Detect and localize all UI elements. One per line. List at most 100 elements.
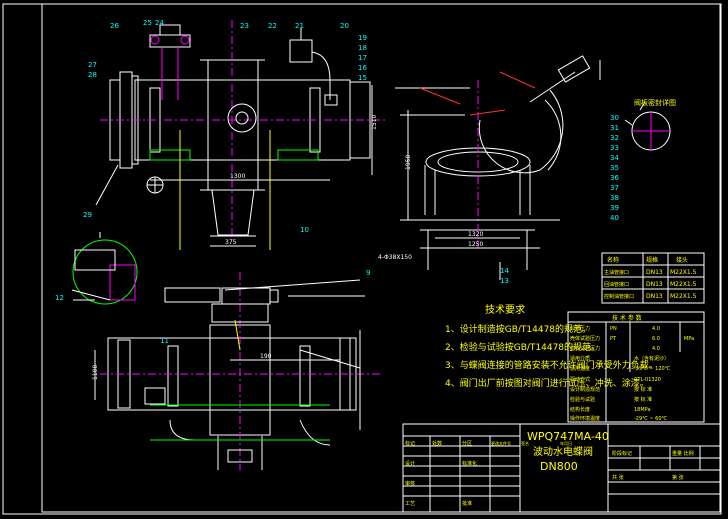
param-1-val: 6.0 — [652, 336, 660, 342]
part-number-27: 27 — [88, 61, 97, 69]
param-0-val: 4.0 — [652, 326, 660, 332]
param-9-name: 操作环境温度 — [570, 415, 600, 422]
dimension-d4: 375 — [225, 239, 237, 246]
conn-row1-spec: DN13 — [646, 269, 663, 276]
drawing-size: DN800 — [540, 460, 578, 473]
tech-note-2: 2、检验与试验按GB/T14478的规范。 — [445, 341, 600, 353]
part-number-26: 26 — [110, 22, 119, 30]
dimension-d1: 1510 — [371, 115, 378, 130]
part-number-34: 34 — [610, 154, 619, 162]
part-number-16: 16 — [358, 64, 367, 72]
conn-header-name: 名称 — [607, 256, 619, 264]
param-6-name: 设计制造规范 — [570, 386, 600, 393]
param-0-name: 公称压力 — [570, 325, 590, 332]
part-number-22: 22 — [268, 22, 277, 30]
part-number-11: 11 — [160, 337, 169, 345]
tb-0-0: 标记 — [405, 440, 415, 447]
part-number-28: 28 — [88, 71, 97, 79]
part-number-31: 31 — [610, 124, 619, 132]
drawing-model: WPQ747MA-40 — [527, 430, 609, 443]
param-2-name: 密封试验压力 — [570, 345, 600, 352]
part-number-38: 38 — [610, 194, 619, 202]
param-7-val: 按 标 准 — [634, 396, 652, 403]
tb-0-4: 签名 — [521, 440, 529, 446]
front-view — [95, 20, 385, 250]
tb-0-5: 年月日 — [560, 440, 572, 446]
seal-detail-view — [71, 239, 138, 305]
conn-row2-spec: DN13 — [646, 281, 663, 288]
param-4-name: 适用温度 — [570, 365, 590, 372]
tech-note-4: 4、阀门出厂前按图对阀门进行试压、冲洗、涂漆。 — [445, 377, 649, 389]
param-8-val: 18MPa — [634, 407, 651, 413]
param-4-val: -29℃ ~ 120℃ — [634, 366, 671, 372]
part-number-35: 35 — [610, 164, 619, 172]
part-number-29: 29 — [83, 211, 92, 219]
tb-1-4: 阶段标记 — [612, 450, 632, 457]
param-9-val: -29℃ ~ 60℃ — [634, 416, 668, 422]
tb-3-0: 工艺 — [405, 501, 415, 507]
tb-3-2: 批准 — [462, 500, 472, 507]
part-number-13: 13 — [500, 277, 509, 285]
part-number-40: 40 — [610, 214, 619, 222]
conn-row1-joint: M22X1.5 — [670, 269, 697, 276]
part-number-36: 36 — [610, 174, 619, 182]
parameter-table — [567, 311, 705, 423]
param-title: 技 术 参 数 — [612, 314, 642, 322]
tb-1-5: 重量 比例 — [672, 450, 694, 457]
part-number-39: 39 — [610, 204, 619, 212]
dimension-d5: 190 — [260, 353, 272, 360]
part-number-17: 17 — [358, 54, 367, 62]
plan-view — [94, 272, 380, 470]
detail-circle-view — [624, 101, 671, 151]
param-3-name: 适用介质 — [570, 355, 590, 362]
conn-row1-name: 主油管接口 — [604, 269, 629, 276]
part-number-23: 23 — [240, 22, 249, 30]
param-1-sym: PT — [610, 336, 617, 342]
part-number-12: 12 — [55, 294, 64, 302]
tb-3-4: 共 张 — [612, 474, 624, 481]
param-3-val: 水（含有泥沙） — [634, 355, 669, 362]
part-number-25: 25 — [143, 19, 152, 27]
conn-row2-joint: M22X1.5 — [670, 281, 697, 288]
dimension-d6: 1950 — [405, 155, 412, 170]
tb-2-0: 审核 — [405, 480, 415, 487]
param-0-unit: MPa — [684, 336, 694, 342]
part-number-21: 21 — [295, 22, 304, 30]
drawing-name: 波动水电蝶阀 — [533, 445, 593, 458]
param-5-name: 驱动方式 — [570, 376, 590, 383]
tb-3-5: 第 张 — [672, 474, 684, 481]
dimension-d2: 1300 — [230, 173, 245, 180]
param-5-val: CTL-01320 — [634, 377, 661, 383]
tech-note-1: 1、设计制造按GB/T14478的规范。 — [445, 323, 591, 335]
part-number-30: 30 — [610, 114, 619, 122]
dimension-d7: 1320 — [468, 231, 483, 238]
param-6-val: 按 标 准 — [634, 386, 652, 393]
tb-0-3: 更改文件号 — [491, 440, 511, 446]
dimension-d8: 1250 — [468, 241, 483, 248]
tech-notes-title: 技术要求 — [485, 303, 525, 316]
conn-row3-joint: M22X1.5 — [670, 293, 697, 300]
param-0-sym: PN — [610, 326, 617, 332]
title-block — [402, 423, 722, 513]
dimension-d9: 4-Φ38X150 — [378, 254, 412, 261]
conn-header-spec: 规格 — [646, 256, 658, 264]
part-number-14: 14 — [500, 267, 509, 275]
part-number-20: 20 — [340, 22, 349, 30]
tb-0-2: 分区 — [462, 440, 472, 447]
tb-1-2: 标准化 — [462, 460, 477, 467]
tb-0-1: 处数 — [432, 440, 442, 447]
part-number-24: 24 — [155, 19, 164, 27]
param-2-val: 4.0 — [652, 346, 660, 352]
conn-row3-spec: DN13 — [646, 293, 663, 300]
part-number-15: 15 — [358, 74, 367, 82]
conn-header-joint: 接头 — [676, 256, 688, 264]
param-1-name: 壳体试验压力 — [570, 335, 600, 342]
detail-label: 阀板密封详图 — [634, 98, 676, 107]
outer-border — [2, 3, 722, 515]
part-number-10: 10 — [300, 226, 309, 234]
tb-1-0: 设计 — [405, 460, 415, 467]
param-8-name: 结构长度 — [570, 406, 590, 413]
part-number-33: 33 — [610, 144, 619, 152]
part-number-9: 9 — [366, 269, 370, 277]
